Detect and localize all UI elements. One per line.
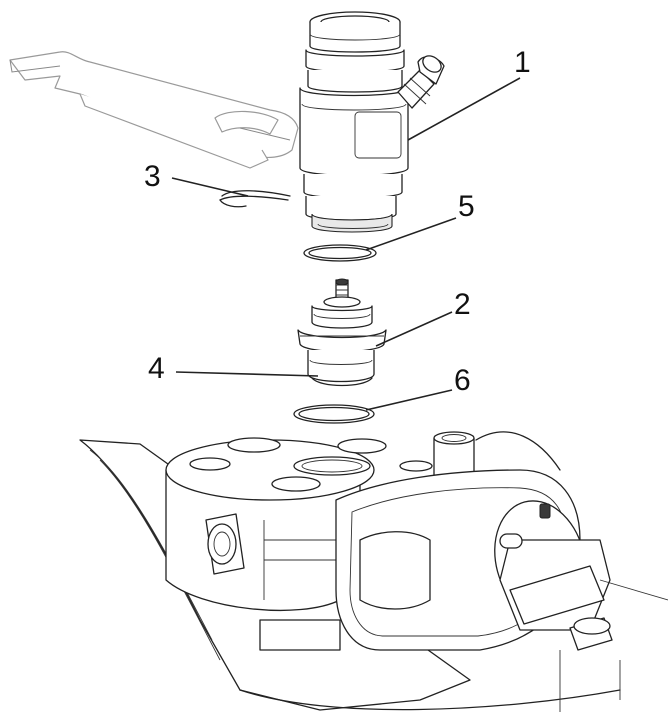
part-2-valve-insert: [297, 278, 387, 387]
leader-6: [365, 389, 453, 411]
part-3-snap-clip: [219, 190, 291, 208]
callout-1: 1: [514, 46, 531, 79]
leader-4: [175, 371, 319, 377]
callout-leaders: [171, 77, 521, 411]
part-5-o-ring: [303, 244, 377, 262]
callout-6: 6: [454, 364, 471, 397]
leader-2: [375, 311, 453, 347]
leader-1: [407, 77, 521, 141]
leader-3: [171, 177, 249, 197]
part-1-valve-body: [299, 11, 445, 233]
callout-3: 3: [144, 160, 161, 193]
callout-2: 2: [454, 288, 471, 321]
manifold-housing: [79, 431, 668, 712]
callout-5: 5: [458, 190, 475, 223]
callout-labels: 1 2 3 4 5 6: [144, 46, 531, 397]
leader-5: [365, 217, 457, 251]
wrench-tool: [9, 51, 299, 169]
part-6-o-ring: [293, 404, 375, 424]
callout-4: 4: [148, 352, 165, 385]
